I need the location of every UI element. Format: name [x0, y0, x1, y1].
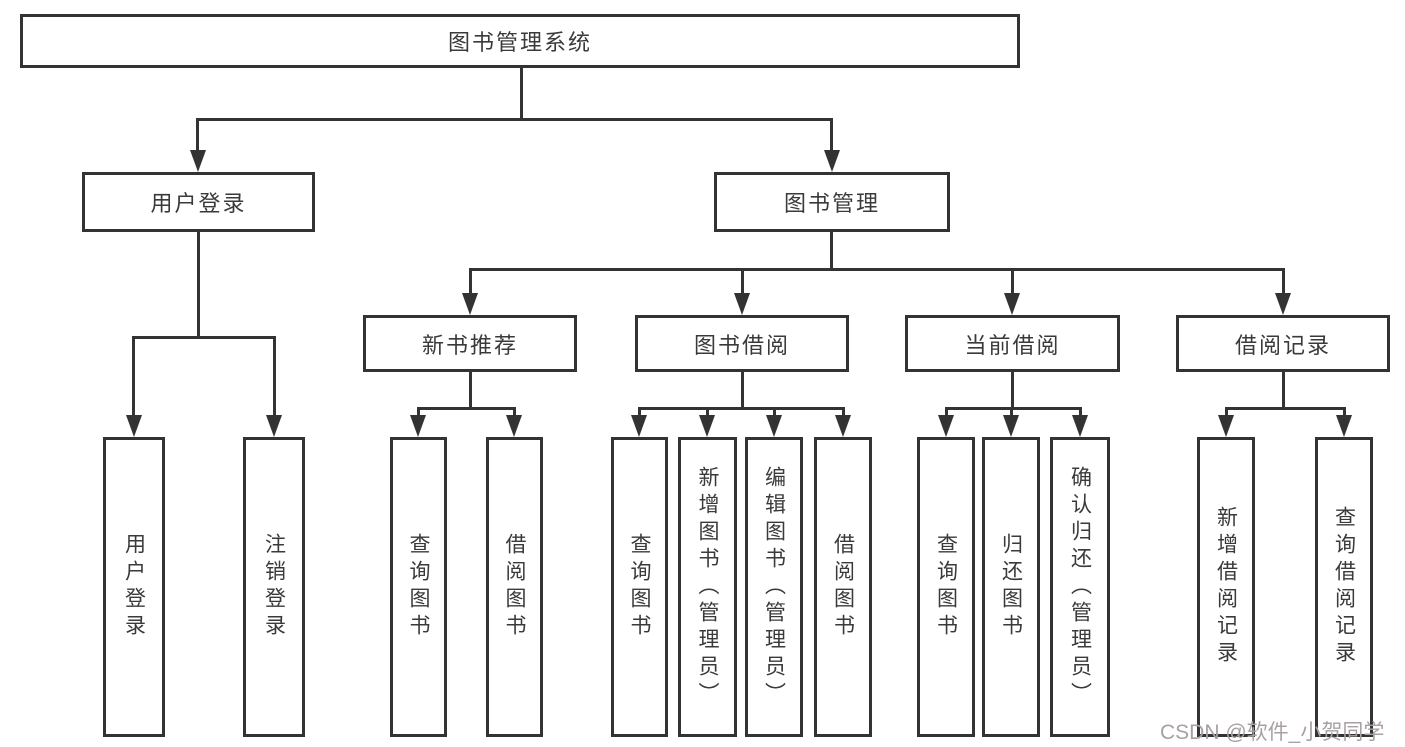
- leaf-query-books-recommendation: 查询图书: [390, 437, 447, 737]
- connector-line: [842, 407, 845, 418]
- connector-line: [513, 407, 516, 418]
- arrowhead-down-icon: [824, 150, 840, 172]
- connector-line: [741, 372, 744, 409]
- connector-line: [1010, 407, 1013, 418]
- node-label: 图书管理: [783, 191, 880, 216]
- leaf-add-books-admin: 新增图书（管理员）: [678, 437, 737, 737]
- arrowhead-down-icon: [266, 415, 282, 437]
- leaf-query-books-borrowing: 查询图书: [611, 437, 668, 737]
- connector-line: [1225, 407, 1228, 418]
- node-label: 查询图书: [934, 533, 958, 641]
- node-borrowing-records: 借阅记录: [1176, 315, 1390, 372]
- node-label: 注销登录: [262, 533, 286, 641]
- node-user-login: 用户登录: [82, 172, 315, 232]
- arrowhead-down-icon: [1003, 415, 1019, 437]
- arrowhead-down-icon: [835, 415, 851, 437]
- node-label: 借阅图书: [503, 533, 526, 641]
- connector-line: [741, 268, 744, 295]
- node-label: 新增借阅记录: [1214, 506, 1238, 668]
- connector-line: [273, 336, 276, 418]
- node-label: 图书管理系统: [447, 30, 592, 55]
- arrowhead-down-icon: [1218, 415, 1234, 437]
- arrowhead-down-icon: [631, 415, 647, 437]
- arrowhead-down-icon: [126, 415, 142, 437]
- connector-line: [830, 118, 833, 154]
- connector-line: [520, 68, 523, 120]
- node-label: 新书推荐: [421, 332, 518, 358]
- connector-line: [469, 268, 1285, 271]
- connector-line: [830, 230, 833, 268]
- connector-line: [706, 407, 709, 418]
- node-label: 借阅记录: [1234, 332, 1331, 358]
- node-current-borrowing: 当前借阅: [905, 315, 1120, 372]
- connector-line: [1282, 372, 1285, 409]
- node-label: 当前借阅: [964, 332, 1061, 358]
- arrowhead-down-icon: [190, 150, 206, 172]
- arrowhead-down-icon: [699, 415, 715, 437]
- arrowhead-down-icon: [766, 415, 782, 437]
- node-label: 编辑图书（管理员）: [762, 465, 786, 709]
- arrowhead-down-icon: [462, 293, 478, 315]
- node-label: 确认归还（管理员）: [1068, 465, 1092, 709]
- leaf-confirm-return-admin: 确认归还（管理员）: [1050, 437, 1110, 737]
- node-label: 用户登录: [150, 191, 247, 216]
- leaf-return-books: 归还图书: [982, 437, 1040, 737]
- connector-line: [945, 407, 948, 418]
- connector-line: [1282, 268, 1285, 295]
- arrowhead-down-icon: [1004, 293, 1020, 315]
- arrowhead-down-icon: [734, 293, 750, 315]
- leaf-user-login: 用户登录: [103, 437, 165, 737]
- node-label: 借阅图书: [831, 533, 855, 641]
- leaf-edit-books-admin: 编辑图书（管理员）: [745, 437, 803, 737]
- connector-line: [638, 407, 844, 410]
- connector-line: [197, 118, 833, 121]
- arrowhead-down-icon: [1072, 415, 1088, 437]
- node-book-management: 图书管理: [714, 172, 950, 232]
- node-label: 图书借阅: [693, 332, 790, 358]
- connector-line: [1225, 407, 1345, 410]
- connector-line: [417, 407, 516, 410]
- leaf-logout: 注销登录: [243, 437, 305, 737]
- connector-line: [469, 372, 472, 409]
- arrowhead-down-icon: [1336, 415, 1352, 437]
- arrowhead-down-icon: [506, 415, 522, 437]
- leaf-query-books-current: 查询图书: [917, 437, 975, 737]
- connector-line: [197, 232, 200, 336]
- connector-line: [638, 407, 641, 418]
- node-new-book-recommendation: 新书推荐: [363, 315, 577, 372]
- connector-line: [773, 407, 776, 418]
- node-label: 用户登录: [122, 533, 146, 641]
- connector-line: [1011, 268, 1014, 295]
- arrowhead-down-icon: [938, 415, 954, 437]
- arrowhead-down-icon: [1275, 293, 1291, 315]
- connector-line: [1011, 372, 1014, 409]
- leaf-add-borrow-record: 新增借阅记录: [1197, 437, 1255, 737]
- connector-line: [417, 407, 420, 418]
- leaf-borrow-books-recommendation: 借阅图书: [486, 437, 543, 737]
- connector-line: [945, 407, 1081, 410]
- connector-line: [469, 268, 472, 295]
- node-label: 查询图书: [407, 533, 430, 641]
- arrowhead-down-icon: [410, 415, 426, 437]
- connector-line: [132, 336, 135, 418]
- connector-line: [1079, 407, 1082, 418]
- node-label: 查询借阅记录: [1332, 506, 1356, 668]
- node-label: 查询图书: [628, 533, 651, 641]
- connector-line: [196, 118, 199, 154]
- leaf-borrow-books-borrowing: 借阅图书: [814, 437, 872, 737]
- node-library-management-system: 图书管理系统: [20, 14, 1020, 68]
- node-label: 新增图书（管理员）: [696, 465, 719, 709]
- watermark: CSDN @软件_小贺同学: [1160, 721, 1385, 744]
- connector-line: [133, 336, 276, 339]
- node-label: 归还图书: [999, 533, 1023, 641]
- node-book-borrowing: 图书借阅: [635, 315, 849, 372]
- leaf-query-borrow-record: 查询借阅记录: [1315, 437, 1373, 737]
- connector-line: [1343, 407, 1346, 418]
